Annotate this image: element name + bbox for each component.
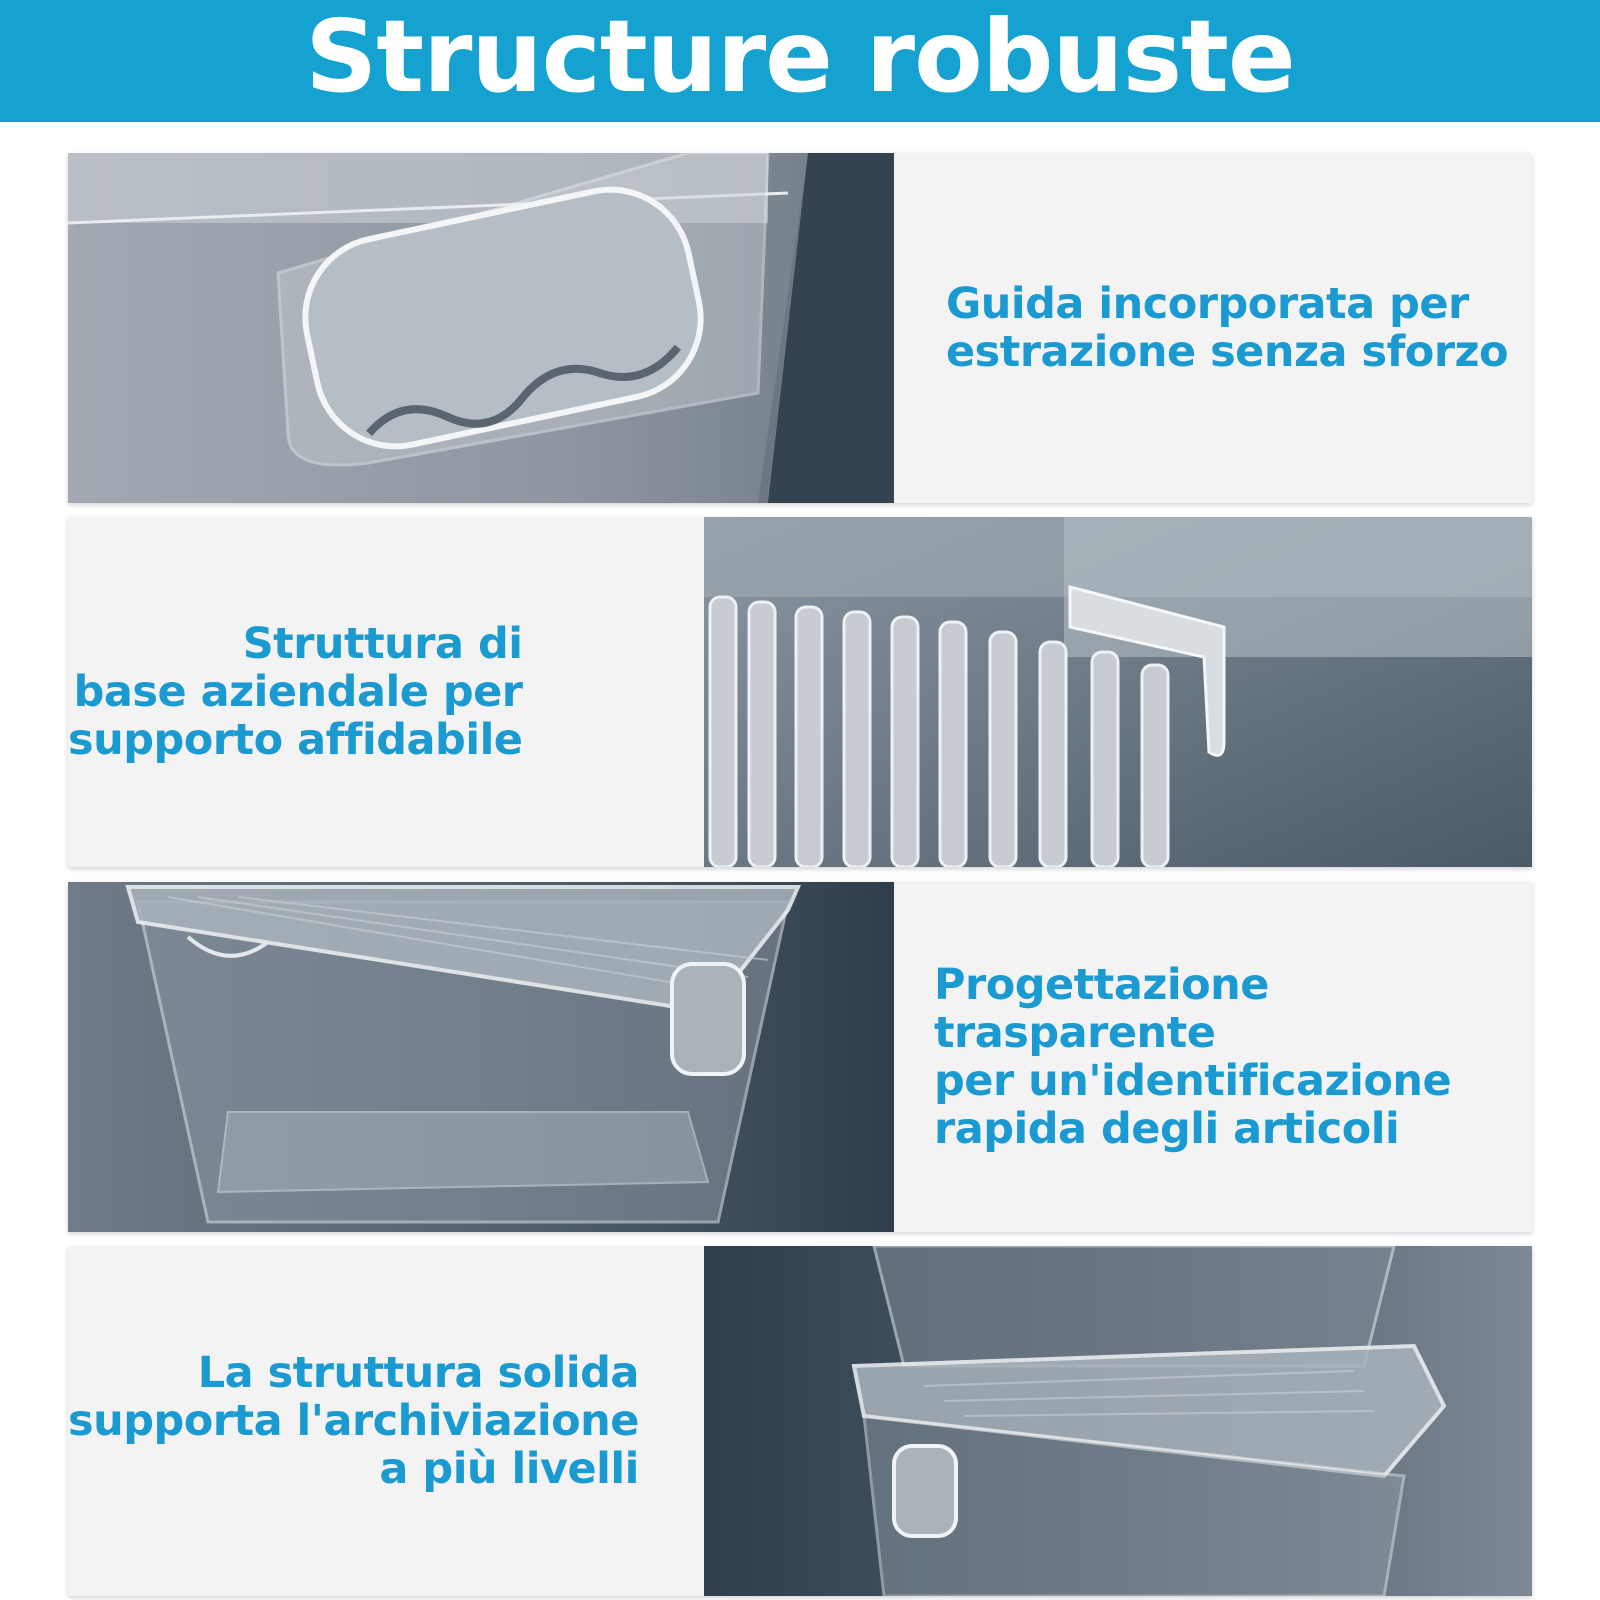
feature-caption-3: Progettazione trasparente per un'identif… — [934, 882, 1528, 1232]
feature-row-4: La struttura solida supporta l'archiviaz… — [68, 1246, 1532, 1596]
feature-caption-text: Struttura di base aziendale per supporto… — [68, 619, 523, 765]
feature-row-1: Guida incorporata per estrazione senza s… — [68, 153, 1532, 503]
feature-caption-text: La struttura solida supporta l'archiviaz… — [68, 1348, 639, 1494]
clear-container-image — [68, 882, 894, 1232]
feature-row-3: Progettazione trasparente per un'identif… — [68, 882, 1532, 1232]
stacked-containers-image — [704, 1246, 1532, 1596]
page-title: Structure robuste — [305, 0, 1295, 115]
feature-caption-text: Progettazione trasparente per un'identif… — [934, 960, 1452, 1154]
feature-caption-4: La struttura solida supporta l'archiviaz… — [68, 1246, 650, 1596]
ribbed-base-closeup-image — [704, 517, 1532, 867]
feature-caption-2: Struttura di base aziendale per supporto… — [68, 517, 650, 867]
feature-caption-text: Guida incorporata per estrazione senza s… — [946, 279, 1509, 377]
feature-caption-1: Guida incorporata per estrazione senza s… — [946, 153, 1526, 503]
handle-closeup-image — [68, 153, 894, 503]
header-banner: Structure robuste — [0, 0, 1600, 122]
feature-row-2: Struttura di base aziendale per supporto… — [68, 517, 1532, 867]
